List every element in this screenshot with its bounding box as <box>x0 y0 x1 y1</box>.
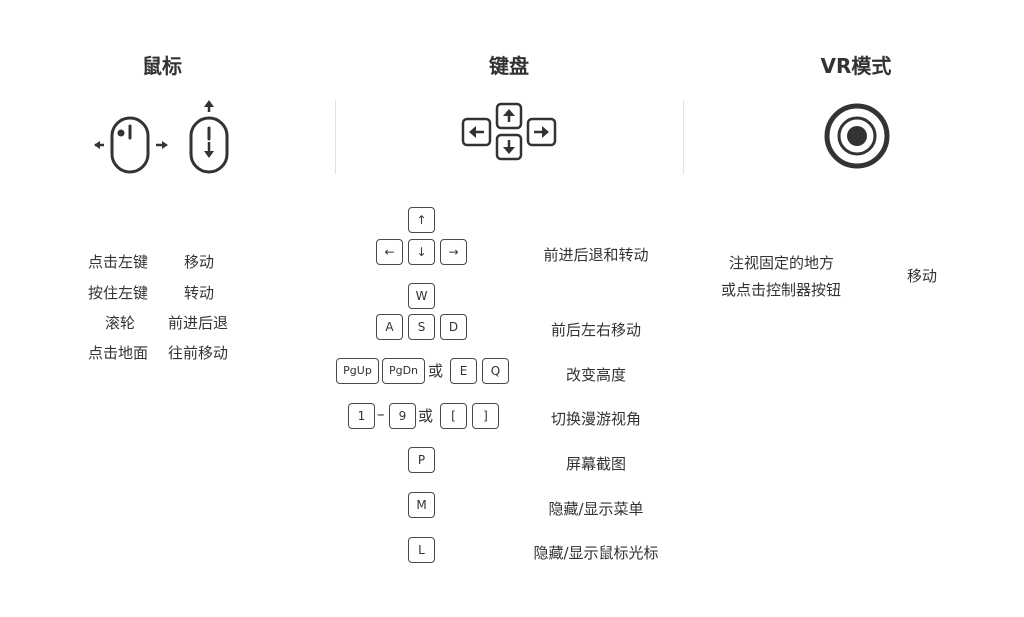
mouse-click-icon <box>94 116 168 174</box>
or-text-height: 或 <box>428 362 444 380</box>
key-p: P <box>408 447 435 473</box>
key-e: E <box>450 358 477 384</box>
desc-wasd: 前后左右移动 <box>550 321 641 339</box>
keyboard-arrows-icon <box>461 102 557 161</box>
key-s: S <box>408 314 435 340</box>
vr-target-icon <box>824 103 890 169</box>
key-up: ↑ <box>408 207 435 233</box>
divider-right <box>683 100 684 174</box>
key-q: Q <box>482 358 509 384</box>
mouse-action-wheel: 滚轮 <box>105 314 136 332</box>
vr-result: 移动 <box>907 267 938 285</box>
key-w: W <box>408 283 435 309</box>
key-bracket-left: [ <box>440 403 467 429</box>
key-down: ↓ <box>408 239 435 265</box>
mouse-result-hold: 转动 <box>184 284 215 302</box>
key-a: A <box>376 314 403 340</box>
keyboard-title: 键盘 <box>489 54 529 78</box>
divider-left <box>335 100 336 174</box>
desc-height: 改变高度 <box>565 366 626 384</box>
mouse-result-ground: 往前移动 <box>168 344 229 362</box>
mouse-action-hold: 按住左键 <box>88 284 149 302</box>
key-bracket-right: ] <box>472 403 499 429</box>
vr-title: VR模式 <box>820 54 892 78</box>
vr-line2: 或点击控制器按钮 <box>721 281 842 299</box>
mouse-scroll-icon <box>189 100 229 174</box>
mouse-result-click: 移动 <box>184 253 215 271</box>
or-text-view: 或 <box>418 407 434 425</box>
mouse-result-wheel: 前进后退 <box>168 314 229 332</box>
desc-menu: 隐藏/显示菜单 <box>548 500 644 518</box>
key-pgdn: PgDn <box>382 358 425 384</box>
mouse-action-ground: 点击地面 <box>88 344 149 362</box>
mouse-action-click: 点击左键 <box>88 253 149 271</box>
key-1: 1 <box>348 403 375 429</box>
mouse-title: 鼠标 <box>142 54 182 78</box>
desc-view: 切换漫游视角 <box>550 410 641 428</box>
desc-cursor: 隐藏/显示鼠标光标 <box>533 544 659 562</box>
desc-arrows: 前进后退和转动 <box>543 246 649 264</box>
key-d: D <box>440 314 467 340</box>
key-9: 9 <box>389 403 416 429</box>
desc-screenshot: 屏幕截图 <box>565 455 626 473</box>
key-l: L <box>408 537 435 563</box>
key-left: ← <box>376 239 403 265</box>
key-right: → <box>440 239 467 265</box>
key-m: M <box>408 492 435 518</box>
dash-text: – <box>377 405 385 423</box>
key-pgup: PgUp <box>336 358 379 384</box>
vr-line1: 注视固定的地方 <box>729 254 835 272</box>
